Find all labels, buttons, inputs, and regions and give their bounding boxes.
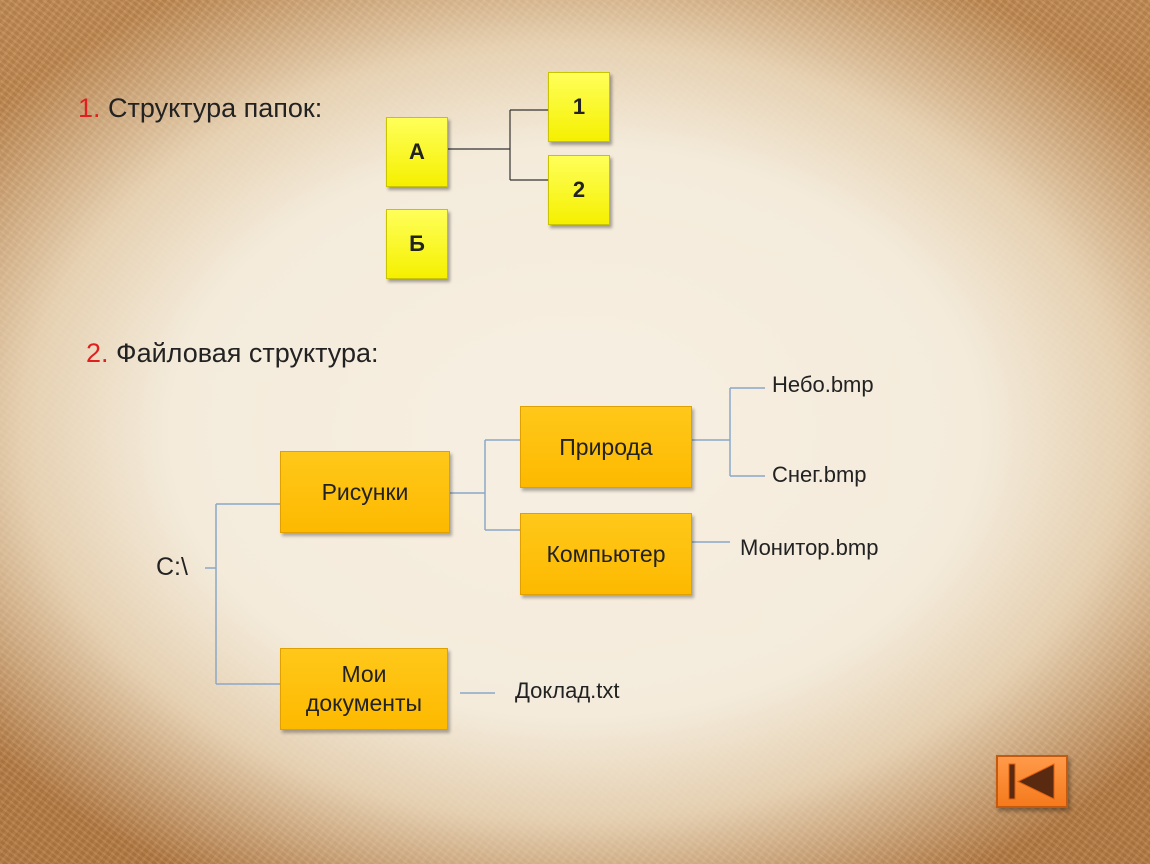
my-documents-folder-box: Мои документы [280, 648, 448, 730]
section-2-title: Файловая структура: [116, 338, 379, 368]
nature-folder-label: Природа [559, 433, 653, 460]
folder-1-box: 1 [548, 72, 610, 142]
section-1-heading: 1. Структура папок: [78, 93, 322, 124]
folder-a-box: А [386, 117, 448, 187]
folder-connectors [447, 109, 548, 181]
file-connectors [205, 387, 765, 694]
computer-folder-label: Компьютер [546, 540, 666, 567]
pictures-folder-box: Рисунки [280, 451, 450, 533]
section-1-title: Структура папок: [108, 93, 323, 123]
root-drive-label: С:\ [156, 553, 188, 581]
my-documents-folder-label: Мои документы [305, 661, 423, 716]
section-2-heading: 2. Файловая структура: [86, 338, 379, 369]
nature-folder-box: Природа [520, 406, 692, 488]
section-2-number: 2. [86, 338, 109, 368]
pictures-folder-label: Рисунки [321, 478, 409, 505]
section-1-number: 1. [78, 93, 101, 123]
folder-1-label: 1 [572, 94, 586, 119]
sky-file-label: Небо.bmp [772, 372, 874, 397]
folder-a-label: А [409, 139, 425, 164]
skip-back-icon [1008, 763, 1055, 800]
folder-2-label: 2 [572, 177, 586, 202]
folder-2-box: 2 [548, 155, 610, 225]
folder-b-box: Б [386, 209, 448, 279]
folder-b-label: Б [409, 231, 425, 256]
snow-file-label: Снег.bmp [772, 462, 867, 487]
back-button[interactable] [996, 755, 1068, 808]
computer-folder-box: Компьютер [520, 513, 692, 595]
report-file-label: Доклад.txt [515, 678, 620, 703]
monitor-file-label: Монитор.bmp [740, 535, 879, 560]
